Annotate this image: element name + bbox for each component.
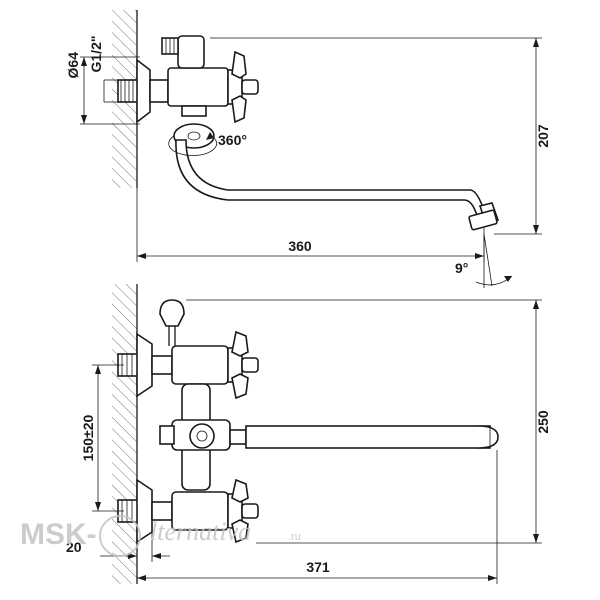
label-diameter: Ø64 [65, 52, 81, 79]
watermark: MSK- lternativa .ru [20, 515, 301, 557]
top-view: Ø64 G1/2" 360° 207 [65, 10, 551, 288]
cross-handle-lower [227, 478, 259, 544]
flange-upper [136, 332, 153, 398]
valve-body-top [167, 67, 229, 107]
cross-handle-top [227, 50, 259, 124]
label-thread: G1/2" [88, 36, 104, 73]
label-angle: 9° [455, 260, 468, 276]
bottom-view: 150±20 250 20 371 [66, 284, 551, 584]
dimension-height-top: 207 [210, 37, 551, 235]
label-height-top: 207 [535, 124, 551, 148]
dimension-offset: 20 [66, 532, 170, 562]
dimension-length: 371 [137, 450, 498, 584]
valve-body-upper [171, 345, 229, 385]
shower-outlet-top [177, 35, 205, 69]
label-spacing: 150±20 [80, 414, 96, 461]
dimension-height-bottom: 250 [186, 299, 551, 544]
label-length: 371 [306, 559, 330, 575]
wall-hatching-bottom [112, 284, 137, 584]
spout-top [175, 139, 492, 225]
dimension-diameter: Ø64 [65, 52, 140, 125]
aerator-top [468, 209, 498, 231]
label-offset: 20 [66, 539, 82, 555]
shower-holder [159, 299, 185, 346]
label-height-bottom: 250 [535, 410, 551, 434]
dimension-thread: G1/2" [88, 36, 118, 103]
dimension-spacing: 150±20 [80, 364, 124, 512]
flange-top [136, 58, 151, 124]
spout-bottom [229, 425, 499, 449]
swivel-nut [181, 105, 207, 117]
watermark-brand: MSK- [20, 518, 97, 551]
label-rotation: 360° [218, 132, 247, 148]
watermark-script: lternativa [150, 517, 251, 546]
cross-handle-upper [227, 330, 259, 400]
watermark-suffix: .ru [288, 531, 301, 543]
dimension-spout-length: 360 [136, 188, 485, 262]
rotation-indicator: 360° [168, 132, 247, 156]
label-spout-length: 360 [288, 238, 312, 254]
dimension-angle: 9° [455, 233, 513, 288]
